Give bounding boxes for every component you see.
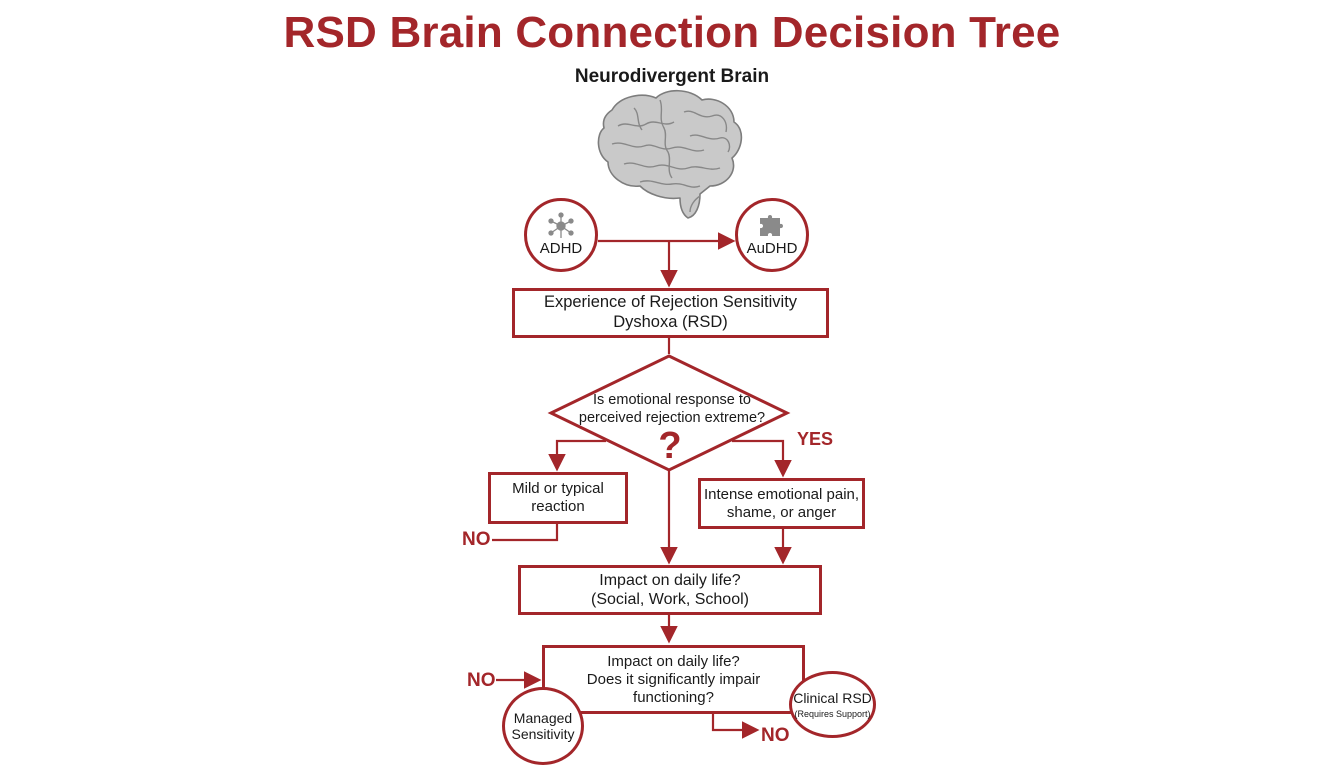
impact1-text: Impact on daily life? (Social, Work, Sch… — [591, 571, 749, 608]
brain-illustration — [597, 89, 743, 219]
network-nodes-icon — [546, 212, 576, 240]
node-audhd: AuDHD — [735, 198, 809, 272]
decision-diamond — [547, 354, 791, 472]
brain-caption: Neurodivergent Brain — [574, 66, 770, 87]
page-title: RSD Brain Connection Decision Tree — [283, 8, 1061, 57]
edge-impact2-no — [711, 713, 760, 739]
puzzle-piece-icon — [756, 212, 788, 240]
experience-text: Experience of Rejection Sensitivity Dysh… — [543, 293, 798, 331]
edge-question-mild — [548, 439, 606, 472]
impact2-text: Impact on daily life? Does it significan… — [586, 652, 761, 706]
edge-label-no-bottom: NO — [761, 725, 790, 746]
node-impact-impair-functioning: Impact on daily life? Does it significan… — [542, 645, 805, 714]
node-adhd: ADHD — [524, 198, 598, 272]
intense-text: Intense emotional pain, shame, or anger — [703, 485, 860, 521]
managed-text: Managed Sensitivity — [511, 709, 575, 742]
edge-label-no-mid: NO — [467, 670, 496, 691]
decision-question-text: Is emotional response to perceived rejec… — [578, 392, 766, 427]
edge-mild-no — [492, 524, 559, 542]
edge-question-intense — [732, 439, 792, 478]
node-experience: Experience of Rejection Sensitivity Dysh… — [512, 288, 829, 338]
adhd-label: ADHD — [539, 240, 583, 258]
clinical-text: Clinical RSD — [793, 689, 872, 706]
node-managed-sensitivity: Managed Sensitivity — [502, 687, 584, 765]
audhd-label: AuDHD — [746, 240, 798, 258]
node-impact-daily-life: Impact on daily life? (Social, Work, Sch… — [518, 565, 822, 615]
edge-label-yes: YES — [797, 429, 834, 449]
mild-text: Mild or typical reaction — [512, 480, 604, 515]
question-mark-icon: ? — [658, 425, 682, 467]
node-intense-reaction: Intense emotional pain, shame, or anger — [698, 478, 865, 529]
edge-label-no-left: NO — [462, 529, 491, 550]
clinical-subtext: (Requires Support) — [794, 708, 871, 719]
node-mild-reaction: Mild or typical reaction — [488, 472, 628, 524]
node-clinical-rsd: Clinical RSD (Requires Support) — [789, 671, 876, 738]
